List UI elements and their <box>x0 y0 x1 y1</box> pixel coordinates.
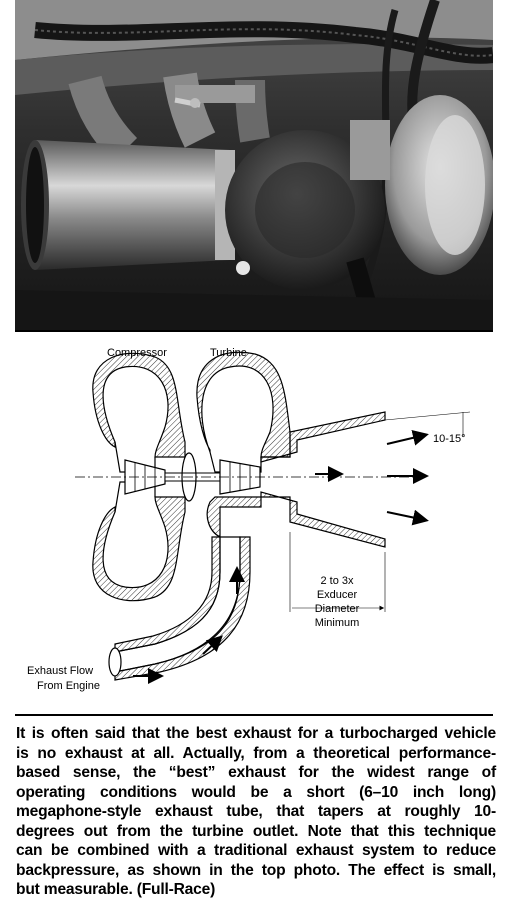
caption-line: is no exhaust at all. Actually, from a t… <box>16 744 496 762</box>
figure-caption: It is often said that the best exhaust f… <box>16 724 496 900</box>
length-label-3: Diameter <box>315 603 360 615</box>
angle-label: 10-15° <box>433 433 466 445</box>
engine-photo-image <box>15 0 493 330</box>
turbine-housing <box>196 351 291 538</box>
engine-photo <box>15 0 493 332</box>
turbo-exhaust-diagram: 10-15° 2 to 3x Exducer Diameter Minimum … <box>15 332 493 716</box>
caption-line: can be combined with a traditional exhau… <box>16 842 496 859</box>
caption-line: but measurable. (Full-Race) <box>16 881 216 898</box>
inlet-pipe <box>108 536 251 681</box>
length-label-2: Exducer <box>317 589 358 601</box>
angle-line <box>384 411 471 421</box>
compressor-label: Compressor <box>107 347 167 359</box>
diagram-drawing: 10-15° 2 to 3x Exducer Diameter Minimum … <box>27 347 471 692</box>
caption-line: backpressure, as shown in the top photo.… <box>16 861 496 879</box>
caption-line: based sense, the “best” exhaust for the … <box>16 764 496 781</box>
caption-line: megaphone-style exhaust tube, that taper… <box>16 803 496 820</box>
flow-arrows <box>133 429 429 684</box>
compressor-housing <box>92 352 186 602</box>
caption-line: operating conditions would be a short (6… <box>16 783 496 801</box>
caption-line: degrees out from the turbine outlet. Not… <box>16 822 496 840</box>
length-label-4: Minimum <box>315 617 360 629</box>
length-label-1: 2 to 3x <box>320 575 354 587</box>
flow-label-1: Exhaust Flow <box>27 665 93 677</box>
turbine-label: Turbine <box>210 347 247 359</box>
caption-line: It is often said that the best exhaust f… <box>16 725 496 742</box>
flow-label-2: From Engine <box>37 680 100 692</box>
